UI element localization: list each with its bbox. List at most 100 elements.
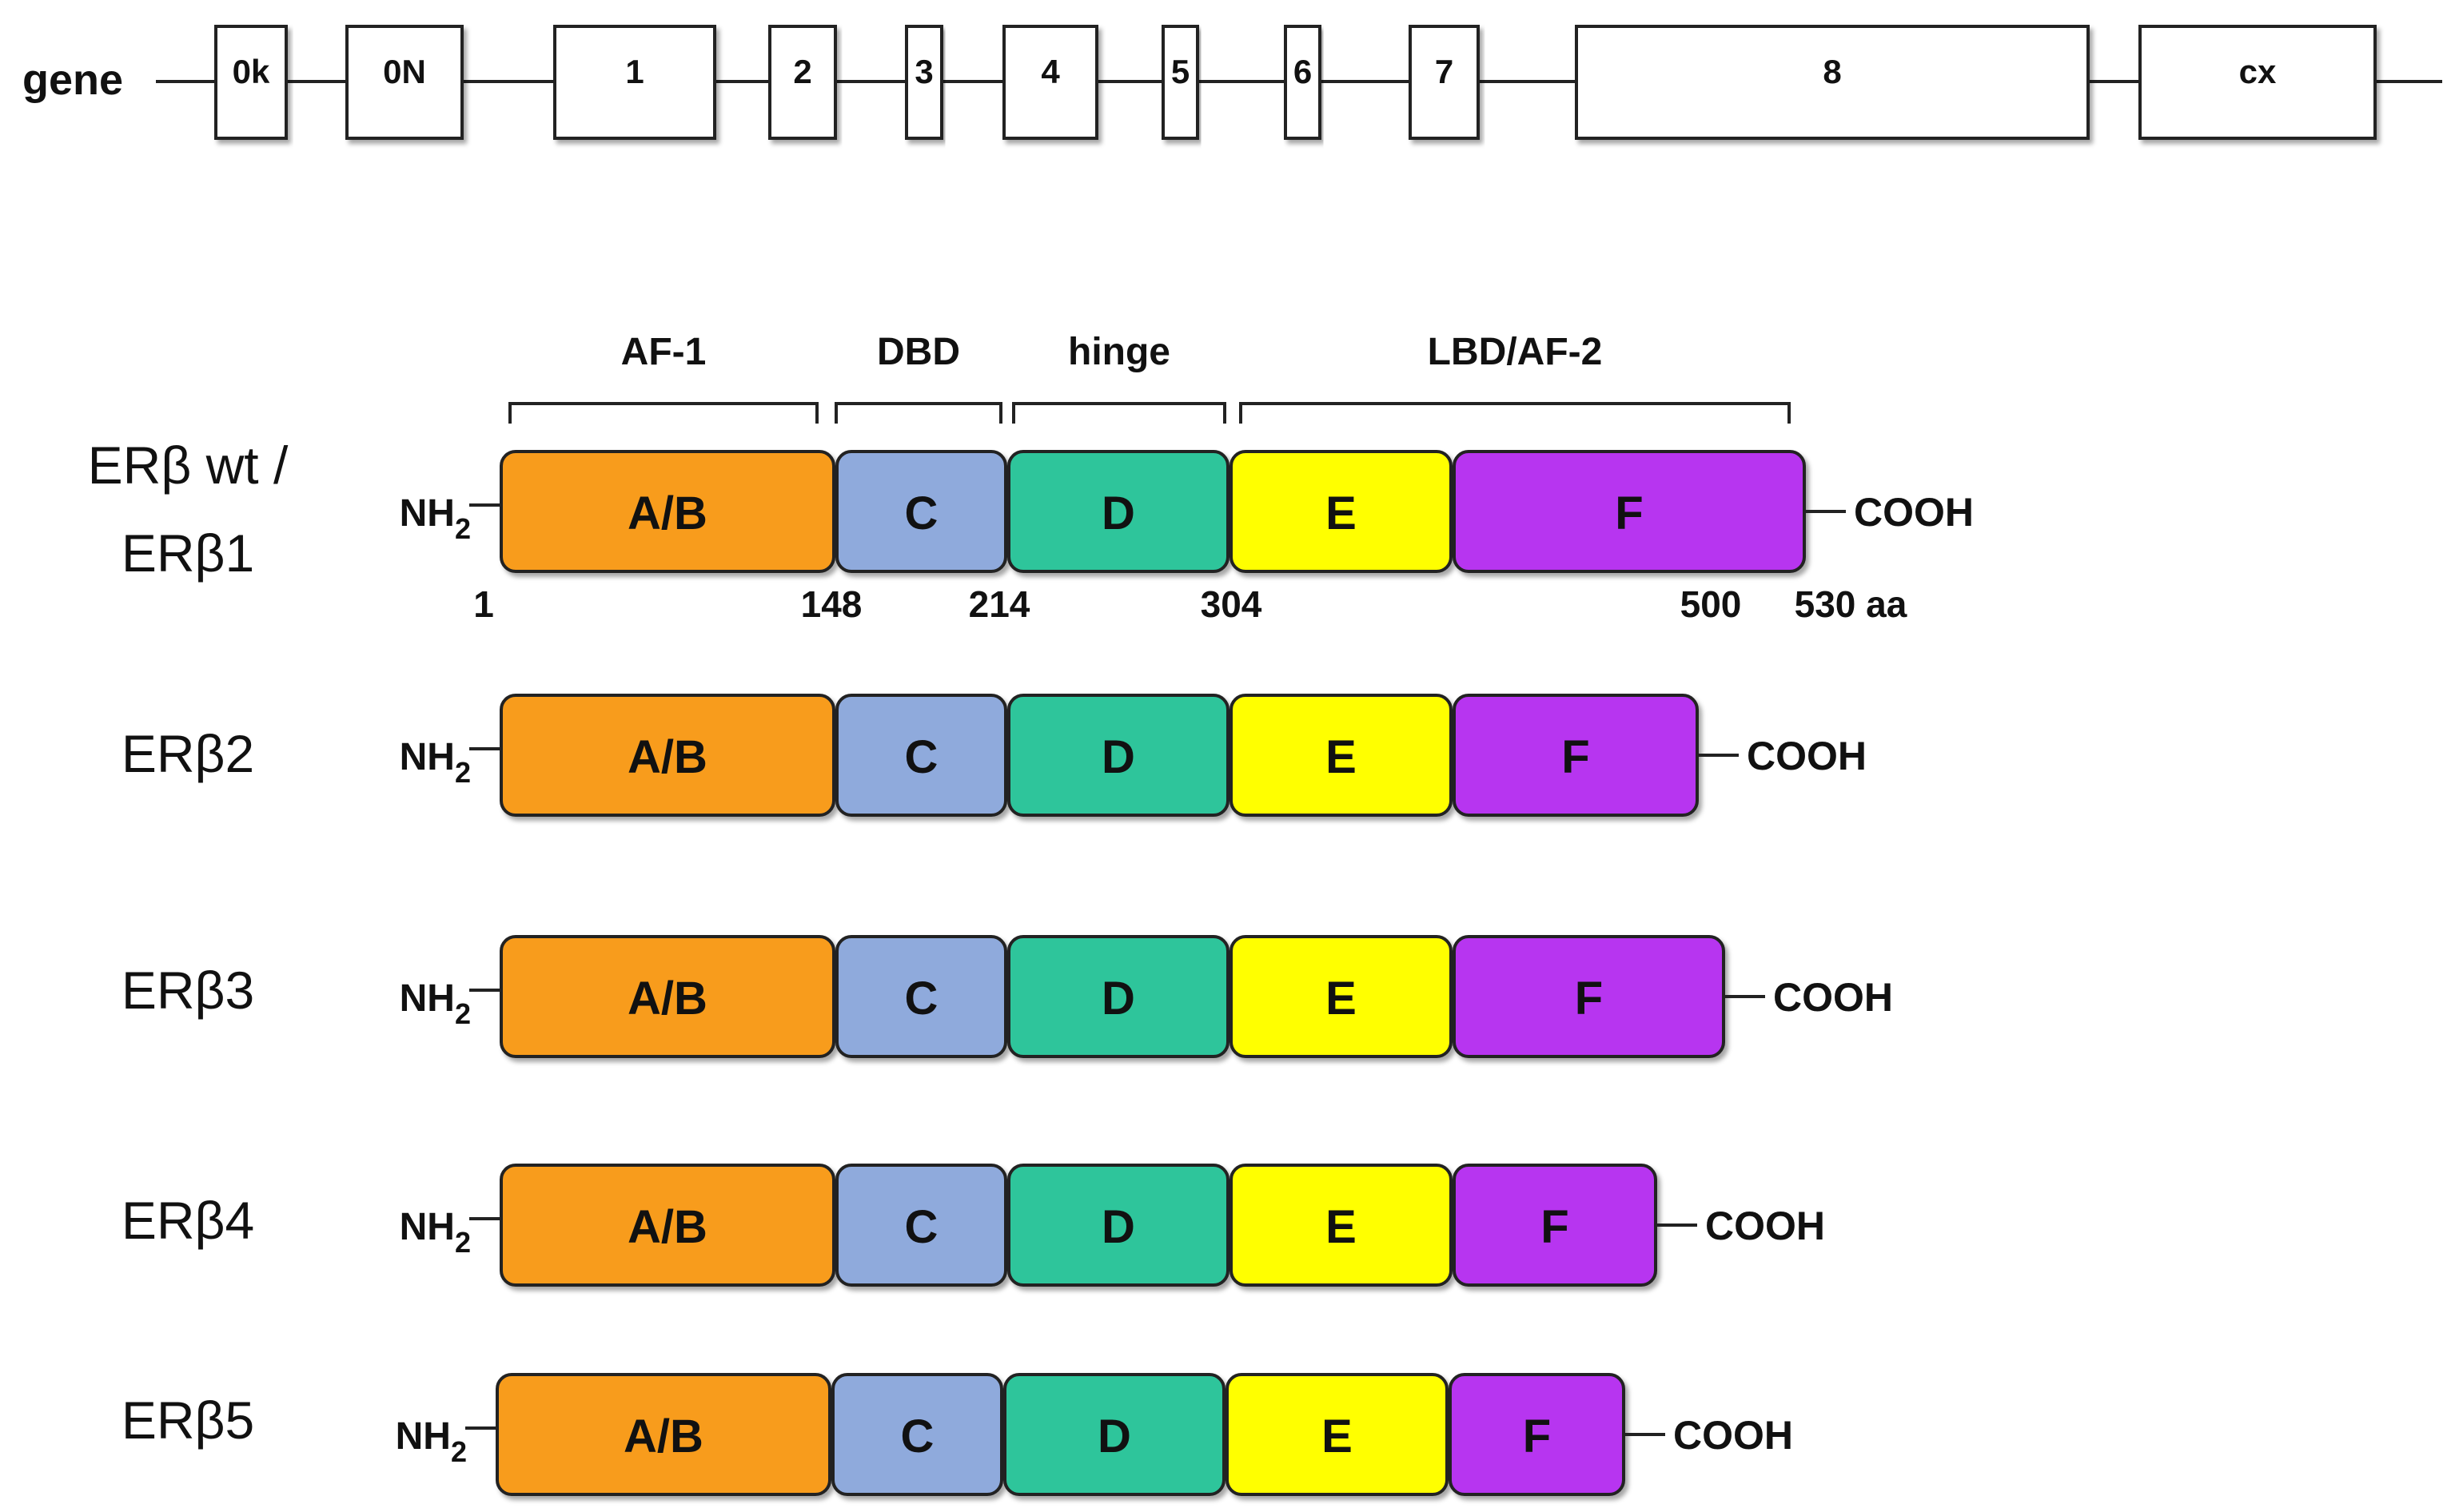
domain-group-hinge-label: hinge <box>1068 331 1170 373</box>
exon-3-box <box>905 25 943 140</box>
domain-d-label: D <box>1098 1411 1131 1462</box>
domain-e-label: E <box>1325 487 1357 539</box>
c-terminus-label: COOH <box>1747 734 1867 778</box>
position-530-aa-label: 530 aa <box>1795 583 1907 625</box>
domain-c-box <box>835 450 1007 573</box>
exon-0n-box <box>345 25 464 140</box>
domain-f-box <box>1449 1373 1625 1496</box>
exon-4-label: 4 <box>1041 53 1060 90</box>
n-terminus-label: NH2 <box>400 736 471 789</box>
exon-5-label: 5 <box>1171 53 1190 90</box>
exon-2-label: 2 <box>793 53 811 90</box>
position-214-label: 214 <box>969 583 1030 625</box>
exon-6-box <box>1284 25 1321 140</box>
domain-e-box <box>1229 694 1453 817</box>
isoform-name: ERβ1 <box>122 523 254 583</box>
domain-a-b-box <box>500 1164 835 1287</box>
domain-c-label: C <box>901 1411 935 1462</box>
domain-group-brackets: AF-1 DBD hinge LBD/AF-2 <box>508 331 1791 424</box>
exon-5-box <box>1162 25 1199 140</box>
domain-d-box <box>1003 1373 1226 1496</box>
exon-7-box <box>1409 25 1480 140</box>
domain-d-box <box>1007 1164 1229 1287</box>
domain-group-dbd-label: DBD <box>877 331 960 373</box>
domain-e-box <box>1229 450 1453 573</box>
c-terminus-label: COOH <box>1854 490 1974 535</box>
position-148-label: 148 <box>801 583 863 625</box>
domain-e-label: E <box>1325 973 1357 1025</box>
domain-a-b-box <box>496 1373 831 1496</box>
domain-e-label: E <box>1325 731 1357 783</box>
domain-d-label: D <box>1102 731 1135 783</box>
exon-1-box <box>553 25 716 140</box>
n-terminus-label: NH2 <box>400 977 471 1030</box>
isoform-name: ERβ3 <box>122 961 254 1020</box>
domain-a-b-label: A/B <box>628 731 707 783</box>
domain-a-b-label: A/B <box>624 1411 703 1462</box>
domain-f-label: F <box>1523 1411 1551 1462</box>
domain-a-b-box <box>500 694 835 817</box>
domain-group-af-1-label: AF-1 <box>621 331 707 373</box>
domain-f-label: F <box>1540 1201 1568 1253</box>
domain-e-label: E <box>1325 1201 1357 1253</box>
c-terminus-label: COOH <box>1773 975 1893 1020</box>
domain-d-box <box>1007 935 1229 1058</box>
domain-e-label: E <box>1321 1411 1353 1462</box>
exon-0n-label: 0N <box>383 53 426 90</box>
domain-f-box <box>1453 450 1806 573</box>
isoform-name: ERβ5 <box>122 1391 254 1450</box>
domain-c-label: C <box>905 1201 939 1253</box>
exon-8-box <box>1575 25 2090 140</box>
bracket-lbd-af-2 <box>1239 402 1791 424</box>
domain-f-label: F <box>1575 973 1603 1025</box>
isoform-name: ERβ2 <box>122 724 254 783</box>
exon-6-label: 6 <box>1293 53 1312 90</box>
domain-f-box <box>1453 1164 1657 1287</box>
gene-label: gene <box>22 56 123 104</box>
position-1-label: 1 <box>473 583 494 625</box>
domain-c-label: C <box>905 973 939 1025</box>
domain-d-label: D <box>1102 973 1135 1025</box>
domain-c-box <box>835 694 1007 817</box>
bracket-af-1 <box>508 402 819 424</box>
exon-cx-box <box>2138 25 2377 140</box>
domain-e-box <box>1229 935 1453 1058</box>
n-terminus-label: NH2 <box>400 492 471 545</box>
c-terminus-label: COOH <box>1673 1413 1793 1458</box>
domain-group-lbd-af-2-label: LBD/AF-2 <box>1428 331 1603 373</box>
domain-d-box <box>1007 450 1229 573</box>
domain-f-label: F <box>1615 487 1643 539</box>
domain-c-box <box>835 1164 1007 1287</box>
domain-d-label: D <box>1102 1201 1135 1253</box>
domain-c-box <box>831 1373 1003 1496</box>
isoform-row-er-3: ERβ3 NH2 A/B C D E F COOH <box>122 935 1893 1058</box>
domain-a-b-label: A/B <box>628 1201 707 1253</box>
domain-c-label: C <box>905 487 939 539</box>
domain-d-box <box>1007 694 1229 817</box>
isoform-name: ERβ wt / <box>88 436 289 495</box>
exon-1-label: 1 <box>625 53 644 90</box>
bracket-dbd <box>835 402 1002 424</box>
domain-f-box <box>1453 935 1725 1058</box>
exon-7-label: 7 <box>1435 53 1453 90</box>
exon-0k-label: 0k <box>233 53 270 90</box>
domain-a-b-label: A/B <box>628 973 707 1025</box>
exon-4-box <box>1002 25 1098 140</box>
exon-cx-label: cx <box>2239 53 2277 90</box>
bracket-hinge <box>1012 402 1226 424</box>
n-terminus-label: NH2 <box>400 1206 471 1259</box>
domain-e-box <box>1229 1164 1453 1287</box>
domain-c-box <box>835 935 1007 1058</box>
domain-c-label: C <box>905 731 939 783</box>
domain-f-box <box>1453 694 1699 817</box>
exon-8-label: 8 <box>1823 53 1841 90</box>
exon-2-box <box>768 25 837 140</box>
